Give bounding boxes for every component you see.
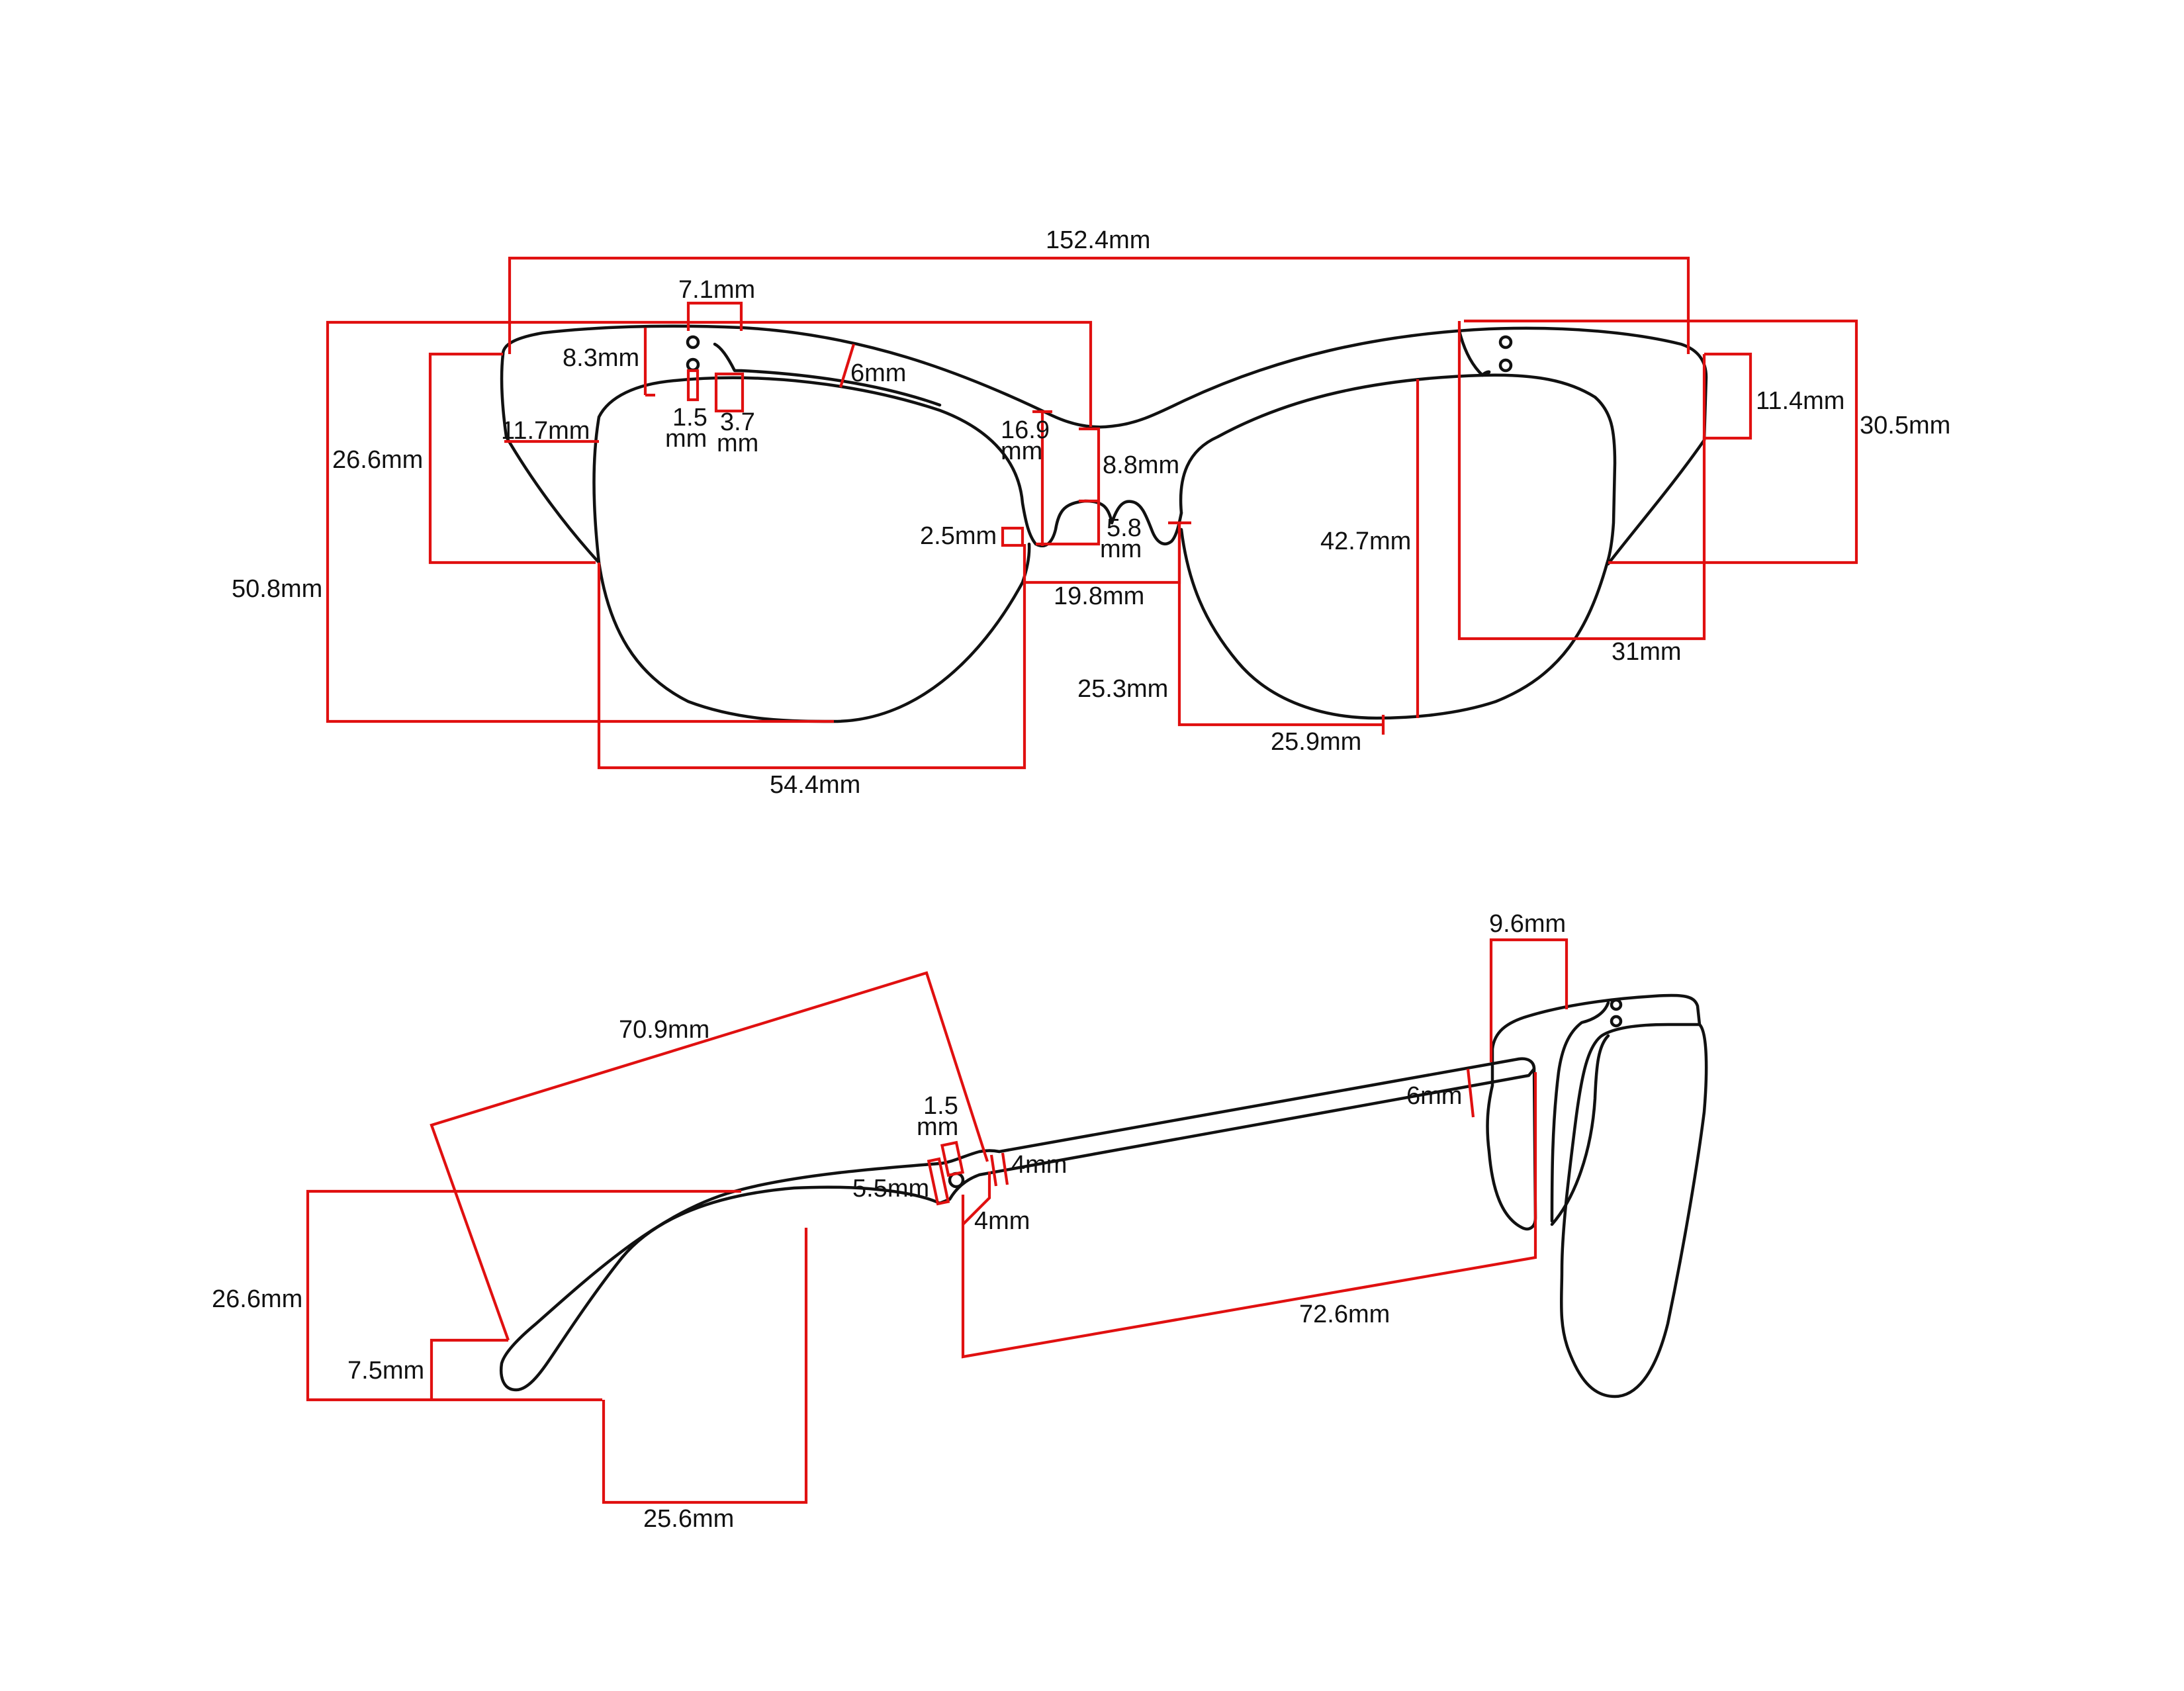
dim-temple-length xyxy=(961,1072,1537,1359)
label-temple-drop-height: 26.6mm xyxy=(212,1285,302,1313)
dim-pin-diameter xyxy=(686,369,700,402)
left-hinge-screw-top xyxy=(686,335,700,349)
dim-bridge-thickness xyxy=(1079,427,1101,503)
label-lens-half-width: 25.9mm xyxy=(1271,728,1361,756)
side-front-screw-top xyxy=(1610,998,1623,1011)
dim-pad-height xyxy=(1036,501,1101,546)
front-side-nosepad xyxy=(1550,1001,1610,1223)
dim-temple-drop xyxy=(306,1189,741,1402)
dim-lens-width xyxy=(597,563,1026,770)
label-total-height: 50.8mm xyxy=(232,575,322,603)
label-hinge-length: 5.5mm xyxy=(852,1175,929,1203)
side-view-dimensions xyxy=(306,938,1569,1504)
label-lens-lower-height: 25.3mm xyxy=(1077,675,1168,703)
right-lens xyxy=(1179,373,1617,720)
label-tip-length: 25.6mm xyxy=(643,1505,734,1533)
front-view-frame xyxy=(500,324,1708,723)
label-lens-width: 54.4mm xyxy=(770,771,860,799)
dim-side-height xyxy=(1464,319,1858,565)
dim-tip-length xyxy=(602,1228,808,1504)
dim-temple-thickness-bottom xyxy=(962,1171,991,1226)
label-tip-height: 7.5mm xyxy=(347,1357,424,1385)
label-front-thickness: 9.6mm xyxy=(1489,910,1566,938)
label-temple-thickness-bottom: 4mm xyxy=(974,1207,1030,1235)
dim-hinge-width xyxy=(714,372,745,413)
dim-pad-width xyxy=(1001,526,1024,547)
dim-outer-height-box xyxy=(428,352,596,565)
label-temple-thickness-top: 4mm xyxy=(1011,1151,1067,1179)
dim-lens-lower xyxy=(1177,523,1383,727)
left-hinge-screw-bottom xyxy=(686,357,700,372)
dim-tip-height xyxy=(430,1338,508,1400)
dim-overall-width xyxy=(508,256,1690,354)
front-side-lens xyxy=(1559,1023,1708,1398)
label-pad-width: 2.5mm xyxy=(920,522,997,550)
label-side-depth: 31mm xyxy=(1612,638,1682,666)
dim-temple-bend-length xyxy=(430,971,989,1341)
label-brow-width: 6mm xyxy=(850,359,906,387)
bridge xyxy=(1110,500,1183,545)
dim-front-thickness xyxy=(1489,938,1569,1062)
label-lens-height: 42.7mm xyxy=(1320,527,1411,555)
label-temple-length: 72.6mm xyxy=(1299,1301,1390,1328)
side-front-screw-bottom xyxy=(1610,1015,1623,1028)
front-side-inner-line xyxy=(1550,1034,1610,1226)
right-hinge-screw-bottom xyxy=(1498,358,1513,373)
label-front-temple-width: 6mm xyxy=(1406,1082,1462,1110)
front-view-dimensions xyxy=(326,256,1858,770)
dim-side-depth-box xyxy=(1457,321,1706,641)
label-overall-width: 152.4mm xyxy=(1046,226,1150,254)
dim-lug-width xyxy=(686,301,743,331)
dim-total-height-box xyxy=(326,320,1093,723)
dim-side-pin-diameter xyxy=(940,1140,965,1177)
dim-temple-thickness-top-b xyxy=(989,1154,998,1187)
label-temple-bend-length: 70.9mm xyxy=(619,1016,709,1044)
dim-end-piece xyxy=(1704,352,1752,440)
label-end-piece-height: 11.4mm xyxy=(1756,387,1844,415)
label-outer-height: 26.6mm xyxy=(332,446,423,474)
side-view-frame xyxy=(500,993,1708,1398)
label-side-height: 30.5mm xyxy=(1860,412,1950,439)
dim-temple-thickness-top xyxy=(1001,1152,1009,1185)
label-rim-thickness: 11.7mm xyxy=(501,417,590,445)
frame-right-end-outline xyxy=(1606,438,1706,566)
right-hinge-screw-top xyxy=(1498,335,1513,349)
temple-arm xyxy=(500,1057,1536,1392)
label-bridge-thickness: 8.8mm xyxy=(1103,451,1179,479)
dim-front-temple-width xyxy=(1466,1068,1475,1118)
label-top-rim-height: 8.3mm xyxy=(563,344,639,372)
dim-brow xyxy=(839,343,856,388)
frame-left-end-outline xyxy=(500,352,601,565)
right-upper-brow-line xyxy=(1457,329,1491,377)
label-bridge-width: 19.8mm xyxy=(1054,582,1144,610)
dim-hinge-length xyxy=(927,1157,950,1206)
label-lug-width: 7.1mm xyxy=(678,276,755,304)
frame-top-outline xyxy=(501,324,1708,442)
